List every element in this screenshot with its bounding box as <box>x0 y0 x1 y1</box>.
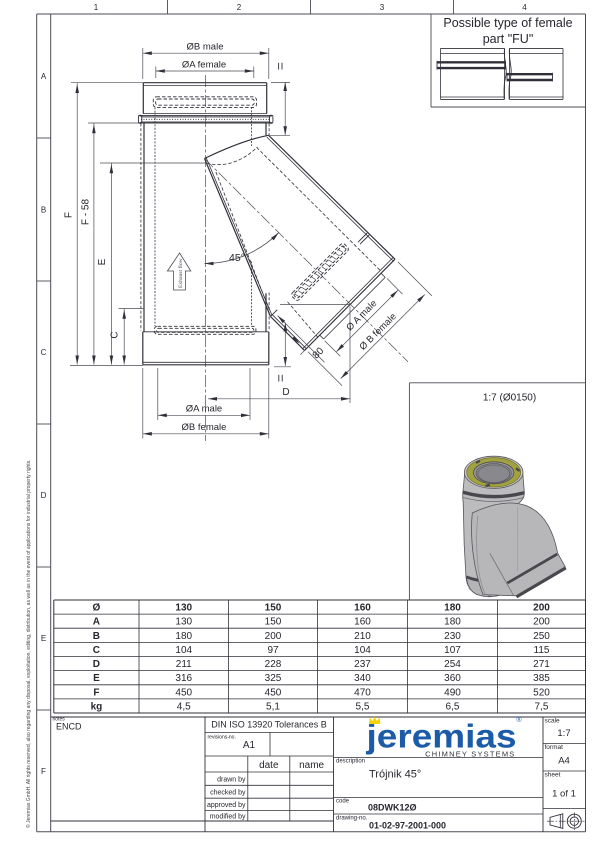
svg-text:1: 1 <box>94 3 99 12</box>
svg-text:B: B <box>41 206 46 215</box>
svg-text:210: 210 <box>354 631 371 642</box>
svg-text:F: F <box>93 687 99 698</box>
svg-text:part "FU": part "FU" <box>483 32 534 46</box>
svg-text:description: description <box>336 759 365 765</box>
svg-text:150: 150 <box>265 617 282 628</box>
svg-text:107: 107 <box>444 645 461 656</box>
svg-text:B: B <box>93 631 100 642</box>
svg-text:271: 271 <box>533 659 550 670</box>
svg-text:450: 450 <box>265 687 282 698</box>
svg-text:4,5: 4,5 <box>177 701 191 712</box>
svg-text:200: 200 <box>533 603 550 614</box>
svg-text:250: 250 <box>533 631 550 642</box>
svg-text:sheet: sheet <box>545 772 561 779</box>
svg-text:7,5: 7,5 <box>535 701 549 712</box>
svg-text:104: 104 <box>354 645 371 656</box>
svg-text:450: 450 <box>175 687 192 698</box>
svg-text:modified by: modified by <box>210 814 246 821</box>
svg-text:130: 130 <box>175 603 192 614</box>
svg-text:490: 490 <box>444 687 461 698</box>
svg-text:2: 2 <box>237 3 242 12</box>
svg-text:520: 520 <box>533 687 550 698</box>
svg-text:4: 4 <box>522 3 527 12</box>
svg-text:180: 180 <box>444 617 461 628</box>
svg-text:E: E <box>97 258 108 265</box>
svg-text:E: E <box>41 634 46 643</box>
svg-text:checked by: checked by <box>210 790 246 797</box>
svg-text:97: 97 <box>267 645 279 656</box>
svg-text:211: 211 <box>176 659 192 670</box>
svg-text:D: D <box>93 659 100 670</box>
svg-text:ØB female: ØB female <box>182 422 227 433</box>
svg-text:notes: notes <box>53 717 66 723</box>
svg-text:drawing-no.: drawing-no. <box>336 816 368 822</box>
svg-text:Ø: Ø <box>93 603 101 614</box>
svg-text:325: 325 <box>265 673 282 684</box>
svg-text:130: 130 <box>175 617 192 628</box>
svg-text:A1: A1 <box>243 740 256 751</box>
svg-text:ØA female: ØA female <box>182 60 226 71</box>
svg-text:A: A <box>41 72 47 81</box>
svg-text:F: F <box>64 212 75 218</box>
svg-text:jeremias: jeremias <box>365 718 516 755</box>
svg-text:104: 104 <box>175 645 192 656</box>
svg-text:DIN ISO 13920 Tolerances B: DIN ISO 13920 Tolerances B <box>211 720 326 730</box>
svg-text:340: 340 <box>354 673 371 684</box>
svg-text:228: 228 <box>265 659 282 670</box>
svg-text:115: 115 <box>534 645 550 656</box>
svg-text:01-02-97-2001-000: 01-02-97-2001-000 <box>369 821 446 831</box>
svg-text:Trójnik 45°: Trójnik 45° <box>369 769 421 781</box>
svg-text:1 of 1: 1 of 1 <box>552 789 576 800</box>
svg-text:200: 200 <box>533 617 550 628</box>
svg-text:150: 150 <box>265 603 282 614</box>
svg-text:C: C <box>93 645 100 656</box>
svg-text:5,1: 5,1 <box>266 701 280 712</box>
svg-text:A: A <box>93 617 100 628</box>
svg-text:code: code <box>336 799 350 805</box>
svg-text:160: 160 <box>354 603 371 614</box>
svg-text:revisions-no.: revisions-no. <box>208 735 236 741</box>
svg-text:1:7 (Ø0150): 1:7 (Ø0150) <box>483 393 536 404</box>
svg-text:360: 360 <box>444 673 461 684</box>
svg-text:drawn by: drawn by <box>217 777 246 784</box>
svg-text:D: D <box>282 387 289 398</box>
svg-text:D: D <box>41 491 47 500</box>
svg-text:160: 160 <box>354 617 371 628</box>
svg-text:approved by: approved by <box>207 802 246 809</box>
svg-text:A4: A4 <box>558 756 570 767</box>
svg-text:ØB male: ØB male <box>187 42 224 53</box>
svg-text:6,5: 6,5 <box>446 701 460 712</box>
svg-text:ENCD: ENCD <box>56 722 82 732</box>
svg-text:F: F <box>41 767 46 776</box>
svg-text:kg: kg <box>91 701 103 712</box>
svg-text:format: format <box>545 744 564 751</box>
svg-text:385: 385 <box>533 673 550 684</box>
svg-text:C: C <box>41 348 47 357</box>
svg-text:scale: scale <box>545 718 561 725</box>
svg-text:08DWK12Ø: 08DWK12Ø <box>368 803 417 813</box>
svg-text:1:7: 1:7 <box>557 728 570 739</box>
svg-text:180: 180 <box>444 603 461 614</box>
svg-text:45°: 45° <box>229 252 245 264</box>
svg-text:470: 470 <box>354 687 371 698</box>
svg-text:C: C <box>110 331 121 338</box>
svg-text:Exhaust flow: Exhaust flow <box>177 257 184 288</box>
svg-text:F - 58: F - 58 <box>81 199 92 226</box>
svg-text:ØA male: ØA male <box>186 404 222 415</box>
svg-text:200: 200 <box>265 631 282 642</box>
svg-text:5,5: 5,5 <box>356 701 370 712</box>
svg-text:237: 237 <box>354 659 371 670</box>
svg-text:name: name <box>299 760 324 771</box>
svg-text:3: 3 <box>380 3 385 12</box>
svg-text:180: 180 <box>175 631 192 642</box>
svg-text:Possible type of female: Possible type of female <box>443 16 572 30</box>
svg-text:date: date <box>259 760 279 771</box>
svg-text:®: ® <box>516 716 522 724</box>
svg-text:E: E <box>93 673 100 684</box>
svg-text:230: 230 <box>444 631 461 642</box>
svg-text:CHIMNEY SYSTEMS: CHIMNEY SYSTEMS <box>425 750 515 759</box>
svg-text:316: 316 <box>175 673 192 684</box>
svg-text:© Jeremias GmbH. All rights re: © Jeremias GmbH. All rights reserved, al… <box>25 459 32 828</box>
svg-text:254: 254 <box>444 659 461 670</box>
